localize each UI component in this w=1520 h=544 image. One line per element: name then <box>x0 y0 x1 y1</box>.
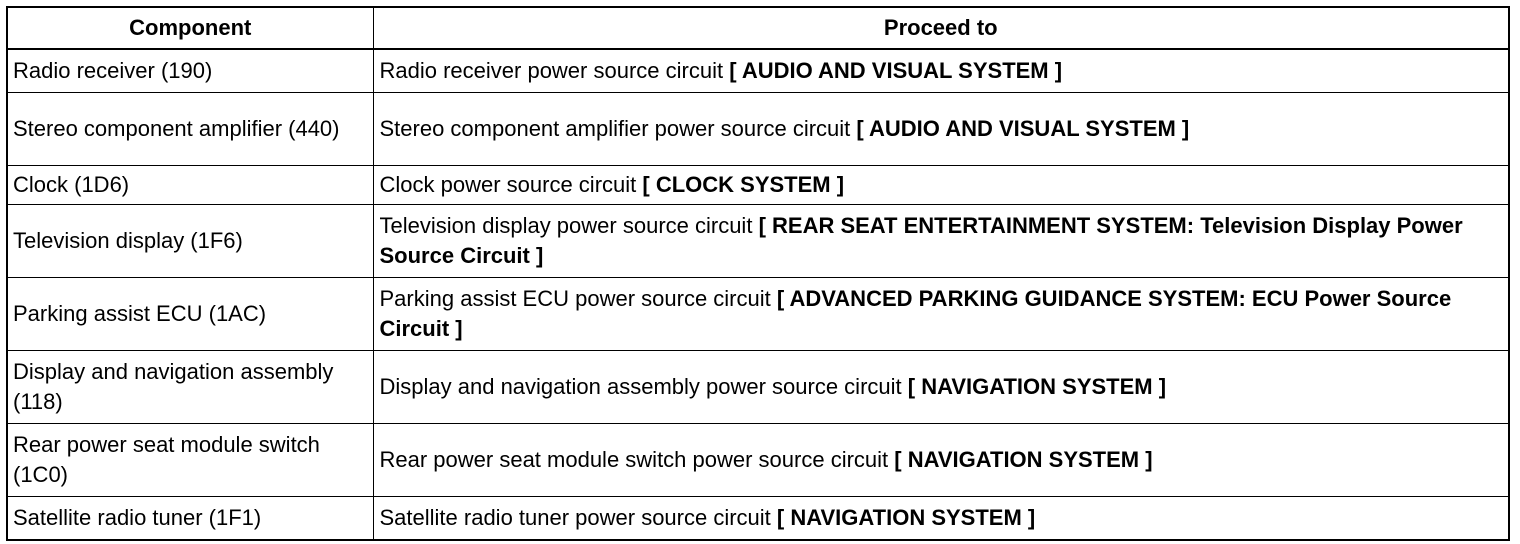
proceed-cell: Clock power source circuit [ CLOCK SYSTE… <box>372 165 1510 205</box>
component-cell: Stereo component amplifier (440) <box>6 92 374 166</box>
proceed-cell: Rear power seat module switch power sour… <box>372 423 1510 497</box>
component-cell: Satellite radio tuner (1F1) <box>6 496 374 541</box>
proceed-cell: Satellite radio tuner power source circu… <box>372 496 1510 541</box>
component-table-container: Component Proceed to Radio receiver (190… <box>6 6 1510 541</box>
proceed-cell: Parking assist ECU power source circuit … <box>372 277 1510 351</box>
table-header-row: Component Proceed to <box>6 6 1510 50</box>
proceed-text: Television display power source circuit <box>379 213 759 238</box>
proceed-text: Rear power seat module switch power sour… <box>379 447 895 472</box>
table-row: Rear power seat module switch (1C0) Rear… <box>6 423 1510 497</box>
proceed-cell: Stereo component amplifier power source … <box>372 92 1510 166</box>
column-header-component: Component <box>6 6 374 50</box>
component-cell: Television display (1F6) <box>6 204 374 278</box>
proceed-reference-link[interactable]: [ NAVIGATION SYSTEM ] <box>907 374 1167 399</box>
component-cell: Radio receiver (190) <box>6 48 374 93</box>
proceed-text: Radio receiver power source circuit <box>379 58 730 83</box>
proceed-reference-link[interactable]: [ REAR SEAT ENTERTAINMENT SYSTEM: Televi… <box>379 213 1463 268</box>
table-row: Satellite radio tuner (1F1) Satellite ra… <box>6 496 1510 541</box>
table-row: Clock (1D6) Clock power source circuit [… <box>6 165 1510 205</box>
proceed-reference-link[interactable]: [ CLOCK SYSTEM ] <box>642 172 845 197</box>
proceed-cell: Radio receiver power source circuit [ AU… <box>372 48 1510 93</box>
proceed-reference-link[interactable]: [ AUDIO AND VISUAL SYSTEM ] <box>729 58 1063 83</box>
proceed-reference-link[interactable]: [ ADVANCED PARKING GUIDANCE SYSTEM: ECU … <box>379 286 1452 341</box>
table-row: Display and navigation assembly (118) Di… <box>6 350 1510 424</box>
proceed-text: Stereo component amplifier power source … <box>379 116 857 141</box>
component-cell: Parking assist ECU (1AC) <box>6 277 374 351</box>
proceed-text: Satellite radio tuner power source circu… <box>379 505 777 530</box>
component-table: Component Proceed to Radio receiver (190… <box>6 6 1510 541</box>
component-cell: Rear power seat module switch (1C0) <box>6 423 374 497</box>
component-cell: Clock (1D6) <box>6 165 374 205</box>
table-row: Radio receiver (190) Radio receiver powe… <box>6 48 1510 93</box>
proceed-cell: Television display power source circuit … <box>372 204 1510 278</box>
table-row: Stereo component amplifier (440) Stereo … <box>6 92 1510 166</box>
proceed-text: Display and navigation assembly power so… <box>379 374 908 399</box>
component-cell: Display and navigation assembly (118) <box>6 350 374 424</box>
proceed-text: Parking assist ECU power source circuit <box>379 286 777 311</box>
table-row: Parking assist ECU (1AC) Parking assist … <box>6 277 1510 351</box>
table-row: Television display (1F6) Television disp… <box>6 204 1510 278</box>
proceed-reference-link[interactable]: [ AUDIO AND VISUAL SYSTEM ] <box>856 116 1190 141</box>
proceed-cell: Display and navigation assembly power so… <box>372 350 1510 424</box>
proceed-reference-link[interactable]: [ NAVIGATION SYSTEM ] <box>776 505 1036 530</box>
column-header-proceed-to: Proceed to <box>372 6 1510 50</box>
proceed-text: Clock power source circuit <box>379 172 643 197</box>
proceed-reference-link[interactable]: [ NAVIGATION SYSTEM ] <box>894 447 1153 472</box>
